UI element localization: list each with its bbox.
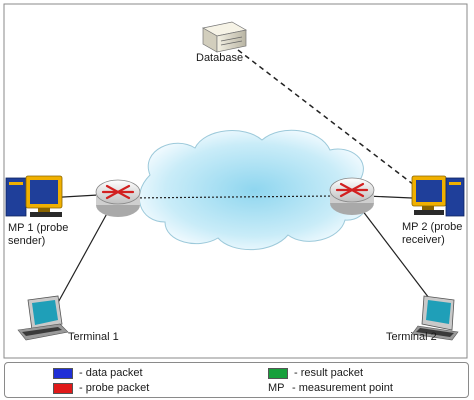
mp2-label: MP 2 (probe receiver) — [402, 221, 463, 246]
terminal-1-icon — [17, 295, 69, 341]
link-router2-terminal2 — [361, 209, 433, 303]
probe-packet-swatch — [53, 383, 73, 394]
probe-packet-label: - probe packet — [79, 382, 150, 394]
data-packet-label: - data packet — [79, 367, 143, 379]
link-router-router-dotted — [127, 195, 336, 199]
diagram-frame — [3, 3, 468, 359]
router-1-icon — [95, 179, 141, 217]
database-icon — [202, 21, 247, 53]
legend: - data packet - probe packet - result pa… — [4, 362, 469, 398]
link-database-mp2-dashed — [237, 49, 419, 189]
link-router1-terminal1 — [54, 207, 111, 309]
measurement-point-abbr: MP — [268, 382, 285, 394]
terminal-2-label: Terminal 2 — [386, 331, 437, 343]
legend-probe-packet: - probe packet — [53, 382, 149, 395]
data-packet-swatch — [53, 368, 73, 379]
mp1-computer-icon — [5, 175, 63, 217]
mp1-label: MP 1 (probe sender) — [8, 222, 69, 247]
terminal-1-label: Terminal 1 — [68, 331, 119, 343]
legend-measurement-point: MP - measurement point — [268, 382, 393, 395]
database-label: Database — [196, 52, 244, 64]
legend-data-packet: - data packet — [53, 367, 143, 380]
terminal-2-icon — [411, 295, 459, 341]
result-packet-swatch — [268, 368, 288, 379]
legend-result-packet: - result packet — [268, 367, 363, 380]
measurement-point-label: - measurement point — [292, 382, 393, 394]
result-packet-label: - result packet — [294, 367, 364, 379]
mp2-computer-icon — [411, 175, 465, 217]
router-2-icon — [329, 177, 375, 215]
